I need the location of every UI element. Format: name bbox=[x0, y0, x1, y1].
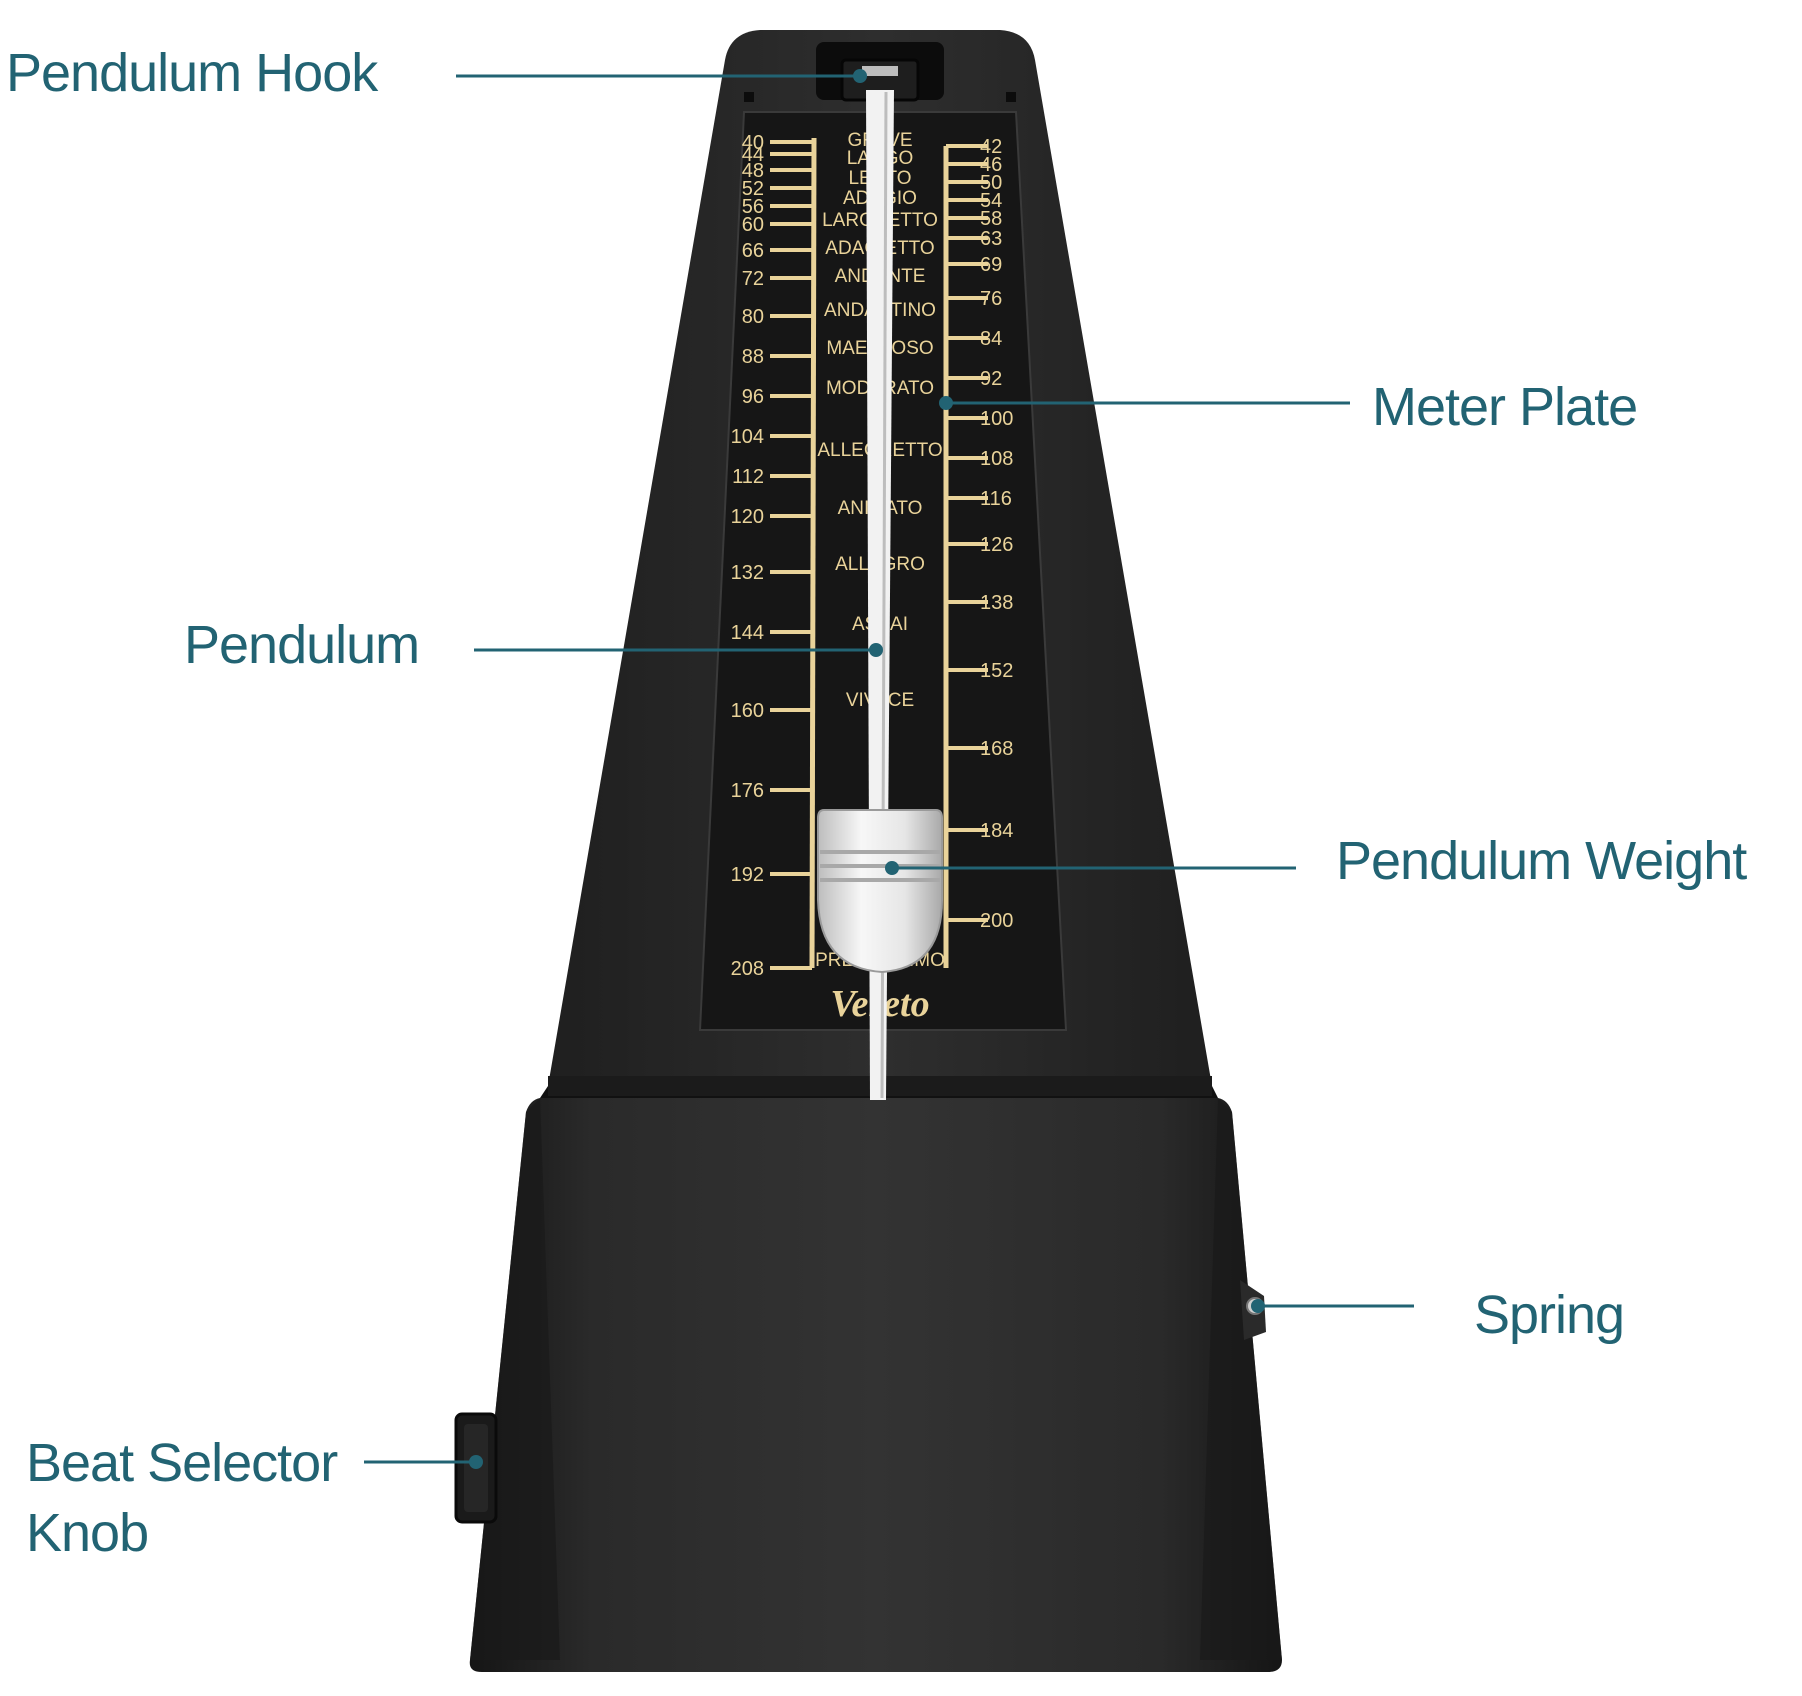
left-scale-label: 88 bbox=[742, 346, 764, 368]
left-scale-label: 80 bbox=[742, 306, 764, 328]
left-scale-label: 66 bbox=[742, 240, 764, 262]
right-scale-label: 138 bbox=[980, 592, 1013, 614]
right-scale-label: 76 bbox=[980, 288, 1002, 310]
left-scale-label: 176 bbox=[731, 780, 764, 802]
left-scale-label: 52 bbox=[742, 178, 764, 200]
right-scale-label: 69 bbox=[980, 254, 1002, 276]
right-scale-label: 50 bbox=[980, 172, 1002, 194]
right-scale-label: 100 bbox=[980, 408, 1013, 430]
label-spring: Spring bbox=[1474, 1285, 1625, 1345]
left-scale-label: 72 bbox=[742, 268, 764, 290]
left-scale-rail bbox=[809, 137, 817, 969]
left-scale-label: 96 bbox=[742, 386, 764, 408]
left-scale-label: 40 bbox=[742, 132, 764, 154]
left-scale-label: 44 bbox=[742, 144, 764, 166]
left-scale-label: 56 bbox=[742, 196, 764, 218]
left-scale-label: 160 bbox=[731, 700, 764, 722]
base-right-facet bbox=[1200, 1098, 1282, 1660]
right-scale-label: 63 bbox=[980, 228, 1002, 250]
left-scale-label: 144 bbox=[731, 622, 764, 644]
left-scale-label: 104 bbox=[731, 426, 764, 448]
hook-right-notch bbox=[1006, 92, 1016, 102]
callout-dot-pendulum-weight bbox=[885, 861, 899, 875]
label-pendulum-hook: Pendulum Hook bbox=[6, 43, 378, 103]
callout-dot-pendulum bbox=[869, 643, 883, 657]
right-scale-label: 84 bbox=[980, 328, 1002, 350]
right-scale-label: 54 bbox=[980, 190, 1002, 212]
right-scale-label: 200 bbox=[980, 910, 1013, 932]
callout-dot-meter-plate bbox=[939, 396, 953, 410]
label-beat-selector-knob: Beat Selector Knob bbox=[26, 1433, 338, 1563]
callout-dot-pendulum-hook bbox=[853, 69, 867, 83]
left-scale-label: 132 bbox=[731, 562, 764, 584]
left-scale-label: 112 bbox=[732, 466, 764, 488]
right-scale-label: 46 bbox=[980, 154, 1002, 176]
left-scale-label: 60 bbox=[742, 214, 764, 236]
pendulum-hook-pin bbox=[862, 66, 898, 76]
right-scale-label: 92 bbox=[980, 368, 1002, 390]
callout-dot-spring bbox=[1251, 1299, 1265, 1313]
left-scale-label: 192 bbox=[731, 864, 764, 886]
right-scale-label: 168 bbox=[980, 738, 1013, 760]
right-scale-label: 126 bbox=[980, 534, 1013, 556]
label-pendulum: Pendulum bbox=[184, 615, 420, 675]
right-scale-label: 108 bbox=[980, 448, 1013, 470]
right-scale-label: 116 bbox=[980, 488, 1012, 510]
metronome-base bbox=[469, 1098, 1282, 1672]
hook-left-notch bbox=[744, 92, 754, 102]
label-pendulum-weight: Pendulum Weight bbox=[1336, 831, 1747, 891]
right-scale-label: 42 bbox=[980, 136, 1002, 158]
callout-dot-beat-selector bbox=[469, 1455, 483, 1469]
left-scale-label: 48 bbox=[742, 160, 764, 182]
right-scale-label: 184 bbox=[980, 820, 1013, 842]
right-scale-label: 58 bbox=[980, 208, 1002, 230]
left-scale-label: 120 bbox=[731, 506, 764, 528]
pendulum-weight bbox=[817, 809, 943, 974]
left-scale-label: 208 bbox=[731, 958, 764, 980]
right-scale-label: 152 bbox=[980, 660, 1013, 682]
label-meter-plate: Meter Plate bbox=[1372, 377, 1638, 437]
